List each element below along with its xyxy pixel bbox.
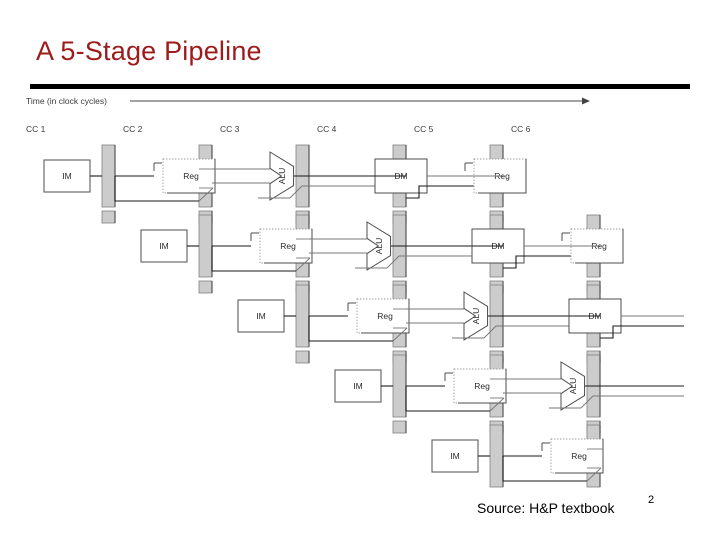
datapath-wire xyxy=(600,325,684,339)
source-citation: Source: H&P textbook xyxy=(477,500,615,516)
cycle-label-5: CC 5 xyxy=(414,124,434,134)
cycle-label-2: CC 2 xyxy=(123,124,143,134)
datapath-wire xyxy=(211,246,296,272)
alu-shape xyxy=(269,151,295,201)
alu-label: ALU xyxy=(374,238,384,255)
pipeline-register-bar xyxy=(392,420,407,434)
register-file-hook xyxy=(444,372,453,381)
instruction-memory-label: IM xyxy=(256,311,265,321)
pipeline-register-bar xyxy=(198,214,213,278)
pipeline-register-bar xyxy=(392,354,407,418)
register-file-hook xyxy=(464,162,473,171)
datapath-wire xyxy=(308,316,393,342)
instruction-memory-box xyxy=(140,229,188,263)
cycle-label-3: CC 3 xyxy=(220,124,240,134)
pipeline-register-bar xyxy=(101,210,116,224)
register-file-label: Reg xyxy=(571,451,587,461)
register-file-hook xyxy=(153,162,162,171)
datapath-wire xyxy=(502,456,587,482)
register-file-box-solid xyxy=(264,229,313,264)
time-axis-label: Time (in clock cycles) xyxy=(26,96,107,106)
pipeline-register-bar xyxy=(198,280,213,294)
datapath-wire xyxy=(392,327,408,342)
datapath-wire xyxy=(580,395,594,409)
datapath-wire xyxy=(386,255,400,269)
register-file-box-solid xyxy=(458,369,507,404)
alu-shape xyxy=(463,291,489,341)
datapath-wire xyxy=(198,187,214,202)
instruction-memory-label: IM xyxy=(353,381,362,391)
instruction-memory-label: IM xyxy=(450,451,459,461)
register-file-label: Reg xyxy=(183,171,199,181)
register-file-box-solid xyxy=(478,159,527,194)
instruction-memory-label: IM xyxy=(62,171,71,181)
cycle-label-1: CC 1 xyxy=(26,124,46,134)
register-file-label: Reg xyxy=(280,241,296,251)
cycle-label-4: CC 4 xyxy=(317,124,337,134)
datapath-wire xyxy=(406,185,490,199)
datapath-wire xyxy=(295,257,311,272)
register-file-box-dotted xyxy=(453,368,507,404)
datapath-wire xyxy=(586,467,602,482)
pipeline-register-bar xyxy=(101,144,116,208)
datapath-wire xyxy=(483,325,497,339)
register-file-box-solid xyxy=(361,299,410,334)
cycle-label-6: CC 6 xyxy=(511,124,531,134)
instruction-row: IM Reg ALU xyxy=(334,354,684,434)
pipeline-register-bar xyxy=(489,424,504,488)
alu-label: ALU xyxy=(471,308,481,325)
register-file-box-solid xyxy=(167,159,216,194)
datapath-wire xyxy=(489,397,505,412)
time-axis-arrowhead xyxy=(582,97,590,105)
instruction-memory-box xyxy=(431,439,479,473)
register-file-box-solid xyxy=(555,439,604,474)
alu-shape xyxy=(366,221,392,271)
pipeline-register-bar xyxy=(295,284,310,348)
diagram-static-layer: Time (in clock cycles) CC 1 CC 2 CC 3 CC 4 CC… xyxy=(26,96,590,134)
datapath-wire xyxy=(289,185,303,199)
instruction-memory-label: IM xyxy=(159,241,168,251)
register-file-hook xyxy=(347,302,356,311)
datapath-wire xyxy=(405,386,490,412)
page-title: A 5-Stage Pipeline xyxy=(36,36,262,66)
alu-shape xyxy=(560,361,586,411)
register-file-hook xyxy=(250,232,259,241)
register-file-hook xyxy=(561,232,570,241)
register-file-box-dotted xyxy=(550,438,604,474)
register-file-hook xyxy=(541,442,550,451)
register-file-box-solid xyxy=(575,229,624,264)
pipeline-register-bar xyxy=(295,350,310,364)
register-file-label: Reg xyxy=(377,311,393,321)
pipeline-diagram-svg: Time (in clock cycles) CC 1 CC 2 CC 3 CC 4 CC… xyxy=(26,96,684,488)
datapath-wire xyxy=(114,176,199,202)
title-divider xyxy=(30,84,690,89)
instruction-row: IM Reg xyxy=(431,424,604,488)
alu-label: ALU xyxy=(568,378,578,395)
datapath-wire xyxy=(503,255,587,269)
register-file-label: Reg xyxy=(474,381,490,391)
pipeline-diagram: Time (in clock cycles) CC 1 CC 2 CC 3 CC 4 CC… xyxy=(0,90,720,490)
register-file-box-dotted xyxy=(356,298,410,334)
alu-label: ALU xyxy=(277,168,287,185)
page-number: 2 xyxy=(648,494,655,506)
